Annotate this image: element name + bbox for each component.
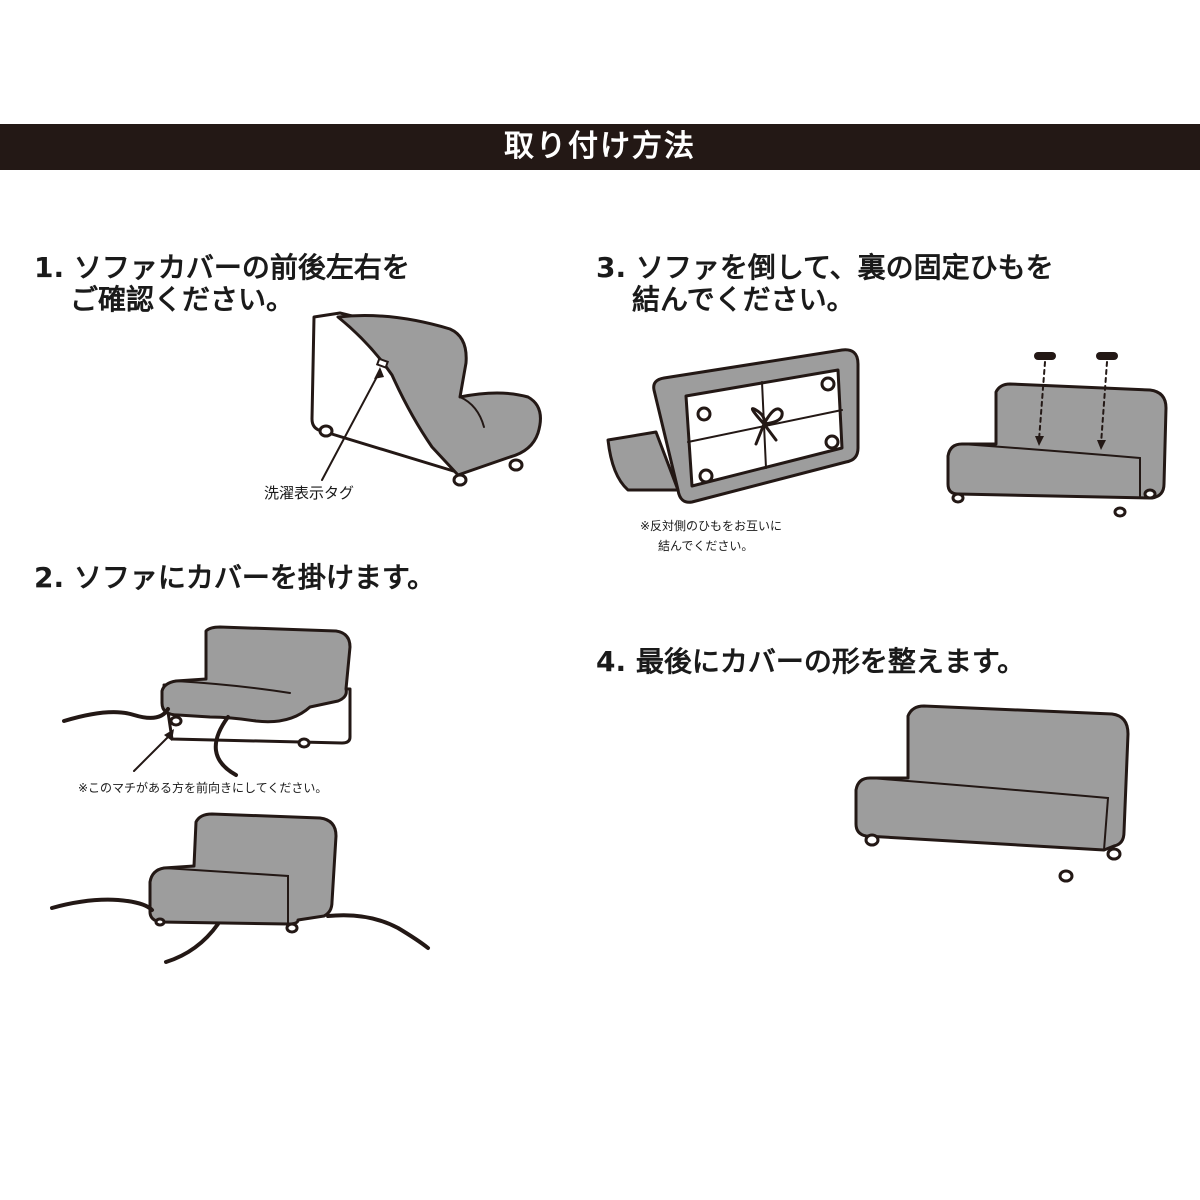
step-1-line2: ご確認ください。 (70, 283, 295, 316)
step-2-cover-placing-illustration (62, 625, 352, 777)
tie-note: ※反対側のひもをお互いに 結んでください。 (640, 516, 782, 556)
step-4-finished-sofa-illustration (854, 704, 1130, 883)
step-2-line1: 2. ソファにカバーを掛けます。 (34, 561, 436, 594)
step-3-back-ties-illustration (606, 348, 860, 504)
gusset-note: ※このマチがある方を前向きにしてください。 (78, 781, 328, 795)
step-2-text: 2. ソファにカバーを掛けます。 (34, 562, 435, 594)
step-3-line2: 結んでください。 (632, 283, 855, 316)
step-2-cover-fitted-illustration (50, 812, 430, 964)
page-title: 取り付け方法 (504, 129, 696, 164)
tie-note-line1: ※反対側のひもをお互いに (640, 519, 783, 533)
step-1-text: 1. ソファカバーの前後左右を ご確認ください。 (34, 252, 410, 316)
step-3-text: 3. ソファを倒して、裏の固定ひもを 結んでください。 (596, 252, 1054, 316)
wash-tag-label: 洗濯表示タグ (264, 484, 355, 502)
step-4-line1: 4. 最後にカバーの形を整えます。 (596, 645, 1026, 678)
step-3-line1: 3. ソファを倒して、裏の固定ひもを (596, 251, 1054, 284)
tie-note-line2: 結んでください。 (658, 539, 754, 553)
step-1-sofa-illustration (310, 311, 542, 487)
step-4-text: 4. 最後にカバーの形を整えます。 (596, 646, 1025, 678)
header-bar (0, 124, 1200, 170)
step-1-line1: 1. ソファカバーの前後左右を (34, 251, 410, 284)
step-3-tie-insert-illustration (946, 352, 1168, 518)
